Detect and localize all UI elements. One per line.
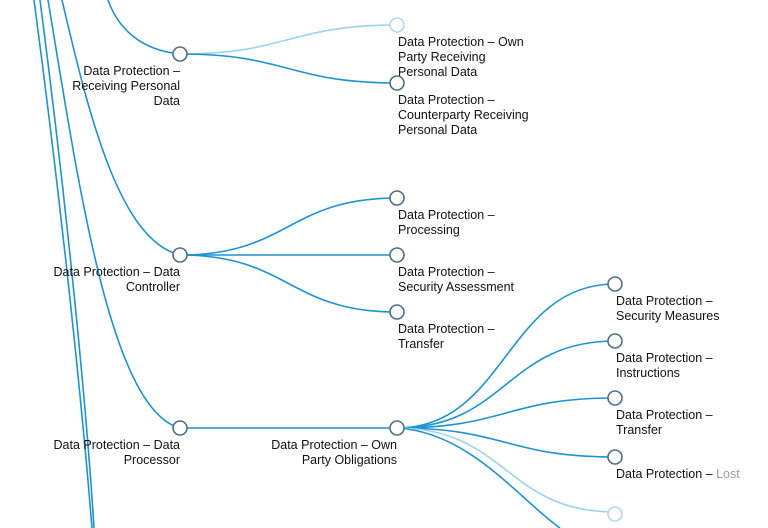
node-label-line: Data Protection – [398, 208, 495, 222]
trunk-link-offscreen-a [33, 0, 93, 528]
node-label-line: Data [154, 94, 180, 108]
node-label-line: Data Protection – Data [54, 265, 181, 279]
node-label-line: Personal Data [398, 123, 477, 137]
node-label-line: Receiving Personal [72, 79, 180, 93]
link-controller-to-transfer-controller [179, 254, 398, 313]
node-transfer-controller[interactable]: Data Protection –Transfer [389, 304, 495, 351]
node-circle[interactable] [389, 420, 405, 436]
link-receiving-to-own-party-receiving [179, 24, 398, 55]
node-circle[interactable] [389, 75, 405, 91]
node-label-line: Data Protection – Own [398, 35, 524, 49]
node-circle[interactable] [172, 420, 188, 436]
node-label-line: Party Receiving [398, 50, 486, 64]
tree-links [33, 0, 616, 528]
node-label-line: Data Protection – [398, 265, 495, 279]
node-label-line: Processing [398, 223, 460, 237]
node-label-head: Data Protection – [616, 467, 716, 481]
node-label-line: Transfer [616, 423, 662, 437]
trunk-link-controller [61, 0, 181, 256]
trunk-link-receiving [107, 0, 181, 55]
node-circle[interactable] [172, 46, 188, 62]
node-label-line: Data Protection – [616, 294, 713, 308]
node-label-line: Transfer [398, 337, 444, 351]
node-label-line: Data Protection – Data [54, 438, 181, 452]
node-label: Data Protection –Processing [398, 208, 495, 237]
node-label: Data Protection –Security Assessment [398, 265, 515, 294]
node-label-line: Data Protection – [616, 408, 713, 422]
node-label-line: Data Protection – Lost [616, 467, 740, 481]
node-circle[interactable] [607, 333, 623, 349]
node-label-line: Security Assessment [398, 280, 515, 294]
node-label-line: Personal Data [398, 65, 477, 79]
node-security-measures[interactable]: Data Protection –Security Measures [607, 276, 720, 323]
node-label-tail: Lost [716, 467, 740, 481]
node-circle[interactable] [389, 247, 405, 263]
node-label: Data Protection –Transfer [616, 408, 713, 437]
node-label-line: Party Obligations [302, 453, 397, 467]
link-receiving-to-counterparty-receiving [179, 53, 398, 84]
node-label-line: Security Measures [616, 309, 720, 323]
node-circle[interactable] [389, 190, 405, 206]
node-label-line: Data Protection – [398, 93, 495, 107]
link-controller-to-processing [179, 197, 398, 256]
node-label-line: Processor [124, 453, 180, 467]
node-circle-offscreen[interactable] [607, 506, 623, 522]
node-label: Data Protection –Security Measures [616, 294, 720, 323]
link-own-party-obligations-to-security-measures [396, 283, 616, 429]
node-lost[interactable]: Data Protection – Lost [607, 449, 740, 481]
node-circle[interactable] [607, 276, 623, 292]
node-label-line: Data Protection – Own [271, 438, 397, 452]
node-label-line: Instructions [616, 366, 680, 380]
node-label: Data Protection –Instructions [616, 351, 713, 380]
link-own-party-obligations-to-offscreen-1 [396, 427, 616, 513]
node-security-assessment[interactable]: Data Protection –Security Assessment [389, 247, 515, 294]
node-instructions[interactable]: Data Protection –Instructions [607, 333, 713, 380]
node-processing[interactable]: Data Protection –Processing [389, 190, 495, 237]
link-own-party-obligations-to-lost [396, 427, 616, 458]
node-circle[interactable] [389, 17, 405, 33]
link-own-party-obligations-to-transfer-processor [396, 397, 616, 429]
node-label-line: Counterparty Receiving [398, 108, 529, 122]
node-label-line: Controller [126, 280, 180, 294]
trunk-link-offscreen-b [39, 0, 95, 528]
node-label-line: Data Protection – [398, 322, 495, 336]
node-circle[interactable] [607, 449, 623, 465]
node-circle[interactable] [172, 247, 188, 263]
node-circle[interactable] [607, 390, 623, 406]
node-label-line: Data Protection – [83, 64, 180, 78]
node-label: Data Protection –Transfer [398, 322, 495, 351]
link-own-party-obligations-to-instructions [396, 340, 616, 429]
node-label: Data Protection – Lost [616, 467, 740, 481]
node-transfer-processor[interactable]: Data Protection –Transfer [607, 390, 713, 437]
node-label-line: Data Protection – [616, 351, 713, 365]
node-circle[interactable] [389, 304, 405, 320]
trunk-link-processor [47, 0, 181, 429]
link-own-party-obligations-to-offscreen-2 [396, 427, 561, 528]
